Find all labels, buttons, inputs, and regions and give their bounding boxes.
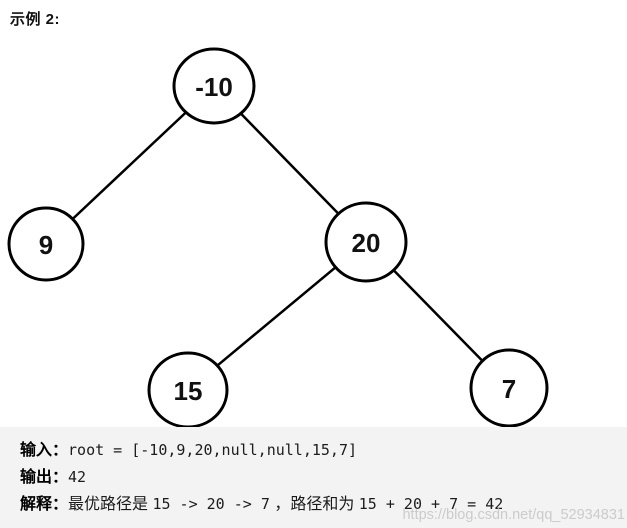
input-label: 输入： [20,442,69,459]
explanation-code-2: 15 + 20 + 7 = 42 [358,495,504,513]
page-title: 示例 2: [10,11,61,28]
node-label: -10 [195,72,233,102]
node-label: 7 [502,374,516,404]
output-line: 输出：42 [20,464,627,491]
explanation-code-1: 15 -> 20 -> 7 [152,495,270,513]
tree-node-7: 7 [469,348,549,428]
tree-node-root: -10 [172,47,256,125]
node-label: 15 [174,376,203,406]
tree-node-15: 15 [147,351,229,428]
node-circle [469,348,549,428]
node-label: 20 [352,228,381,258]
explanation-label: 解释： [20,496,69,513]
output-value: 42 [68,468,87,486]
explanation-text-2: ，路径和为 [269,496,359,513]
binary-tree-diagram: -10 9 20 15 7 [7,47,549,428]
example-output-panel: 输入：root = [-10,9,20,null,null,15,7] 输出：4… [0,427,627,528]
input-value: root = [-10,9,20,null,null,15,7] [68,441,357,459]
node-circle [172,47,256,125]
output-label: 输出： [20,469,69,486]
node-label: 9 [39,230,53,260]
explanation-line: 解释：最优路径是 15 -> 20 -> 7 ，路径和为 15 + 20 + 7… [20,491,627,518]
input-line: 输入：root = [-10,9,20,null,null,15,7] [20,437,627,464]
explanation-text-1: 最优路径是 [68,496,153,513]
node-circle [324,201,408,283]
node-circle [7,206,85,282]
tree-node-20: 20 [324,201,408,283]
tree-node-9: 9 [7,206,85,282]
